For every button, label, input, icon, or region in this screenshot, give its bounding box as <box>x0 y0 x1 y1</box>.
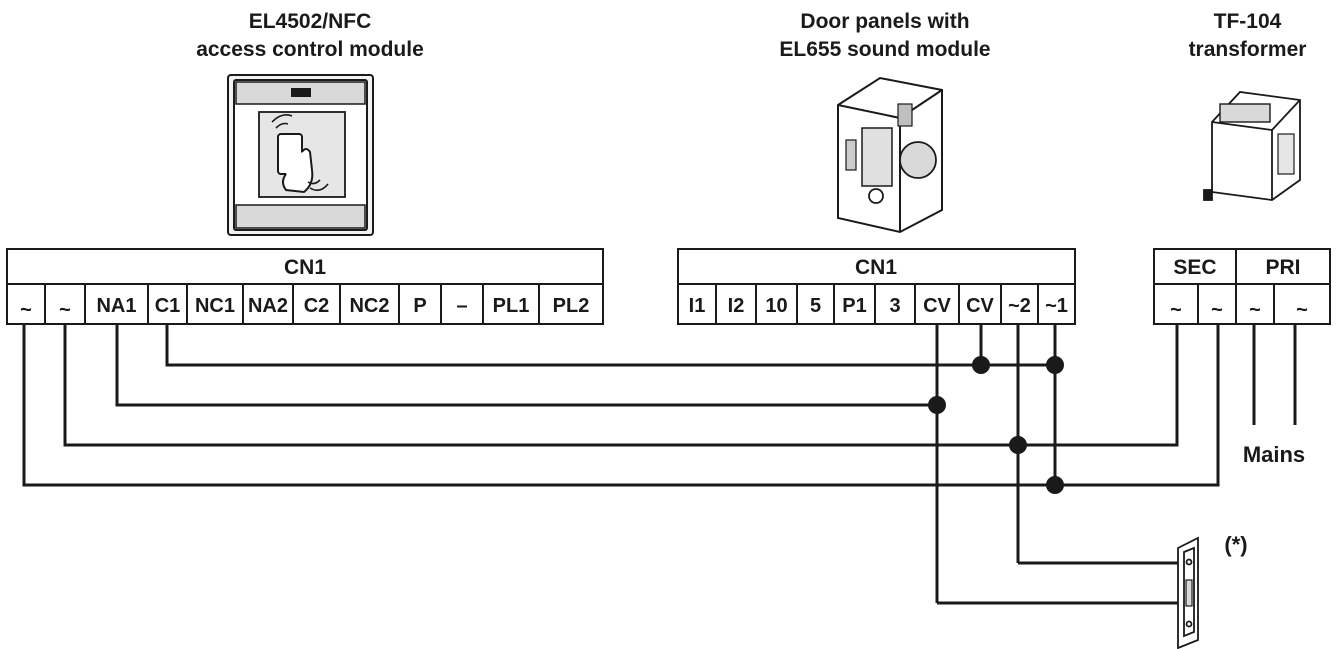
transformer-title: TF-104 transformer <box>1160 8 1335 64</box>
door-panel-title-line2: EL655 sound module <box>779 38 991 61</box>
door-panel-terminal: P1 <box>842 295 866 317</box>
transformer-terminal-block <box>1153 248 1331 325</box>
transformer-title-line1: TF-104 <box>1213 10 1282 33</box>
door-panel-terminal: I1 <box>689 295 706 317</box>
access-module-title: EL4502/NFC access control module <box>130 8 490 64</box>
access-terminal: PL1 <box>493 295 530 317</box>
lock-note-label: (*) <box>1224 532 1247 557</box>
transformer-terminal: ~ <box>1170 299 1182 321</box>
access-terminal: NC2 <box>349 295 389 317</box>
door-panel-terminal: ~2 <box>1008 295 1031 317</box>
wire-c1 <box>165 324 1055 367</box>
access-terminals: ~ ~ NA1 C1 NC1 NA2 C2 NC2 P – PL1 PL2 <box>20 284 589 324</box>
door-panel-terminal: 3 <box>889 295 900 317</box>
access-terminal: PL2 <box>553 295 590 317</box>
access-terminal: NC1 <box>195 295 235 317</box>
wire-tilde1-sec2 <box>22 324 1220 487</box>
junction-dot <box>1046 476 1064 494</box>
door-panel-title: Door panels with EL655 sound module <box>720 8 1050 64</box>
access-module-illustration <box>227 74 374 236</box>
junction-dot <box>972 356 990 374</box>
transformer-terminals: ~ ~ ~ ~ <box>1170 284 1308 324</box>
transformer-pri-label: PRI <box>1265 256 1300 279</box>
access-terminal: P <box>413 295 426 317</box>
junction-dot <box>1046 356 1064 374</box>
access-terminal: NA2 <box>248 295 288 317</box>
junction-dot <box>928 396 946 414</box>
mains-label: Mains <box>1243 442 1305 467</box>
door-panel-illustration <box>837 76 943 234</box>
access-terminal: ~ <box>59 299 71 321</box>
transformer-terminal: ~ <box>1296 299 1308 321</box>
access-module-title-line2: access control module <box>196 38 424 61</box>
door-panel-terminal: CV <box>923 295 951 317</box>
access-terminal: C1 <box>155 295 181 317</box>
transformer-terminal: ~ <box>1211 299 1223 321</box>
transformer-sec-label: SEC <box>1173 256 1216 279</box>
electric-lock-icon <box>1177 536 1199 649</box>
junction-dots <box>928 356 1064 494</box>
door-panel-terminal: CV <box>966 295 994 317</box>
access-connector-label: CN1 <box>284 256 326 279</box>
wires <box>22 324 1297 605</box>
door-panel-terminal: 5 <box>810 295 821 317</box>
door-panel-terminal: 10 <box>765 295 787 317</box>
access-module-title-line1: EL4502/NFC <box>248 10 372 33</box>
access-terminal: NA1 <box>96 295 136 317</box>
wire-tilde2-sec1 <box>63 324 1179 447</box>
door-panel-terminals: I1 I2 10 5 P1 3 CV CV ~2 ~1 <box>689 284 1068 324</box>
access-terminal: – <box>456 295 467 317</box>
door-panel-title-line1: Door panels with <box>800 10 970 33</box>
access-terminal: ~ <box>20 299 32 321</box>
wire-na1 <box>115 324 937 407</box>
door-panel-terminal-block <box>677 248 1076 325</box>
transformer-terminal: ~ <box>1249 299 1261 321</box>
transformer-title-line2: transformer <box>1188 38 1307 61</box>
door-panel-terminal: I2 <box>728 295 745 317</box>
door-panel-terminal: ~1 <box>1045 295 1068 317</box>
access-terminal: C2 <box>304 295 330 317</box>
transformer-illustration <box>1203 91 1301 201</box>
junction-dot <box>1009 436 1027 454</box>
door-panel-connector-label: CN1 <box>855 256 897 279</box>
access-module-terminal-block <box>6 248 604 325</box>
